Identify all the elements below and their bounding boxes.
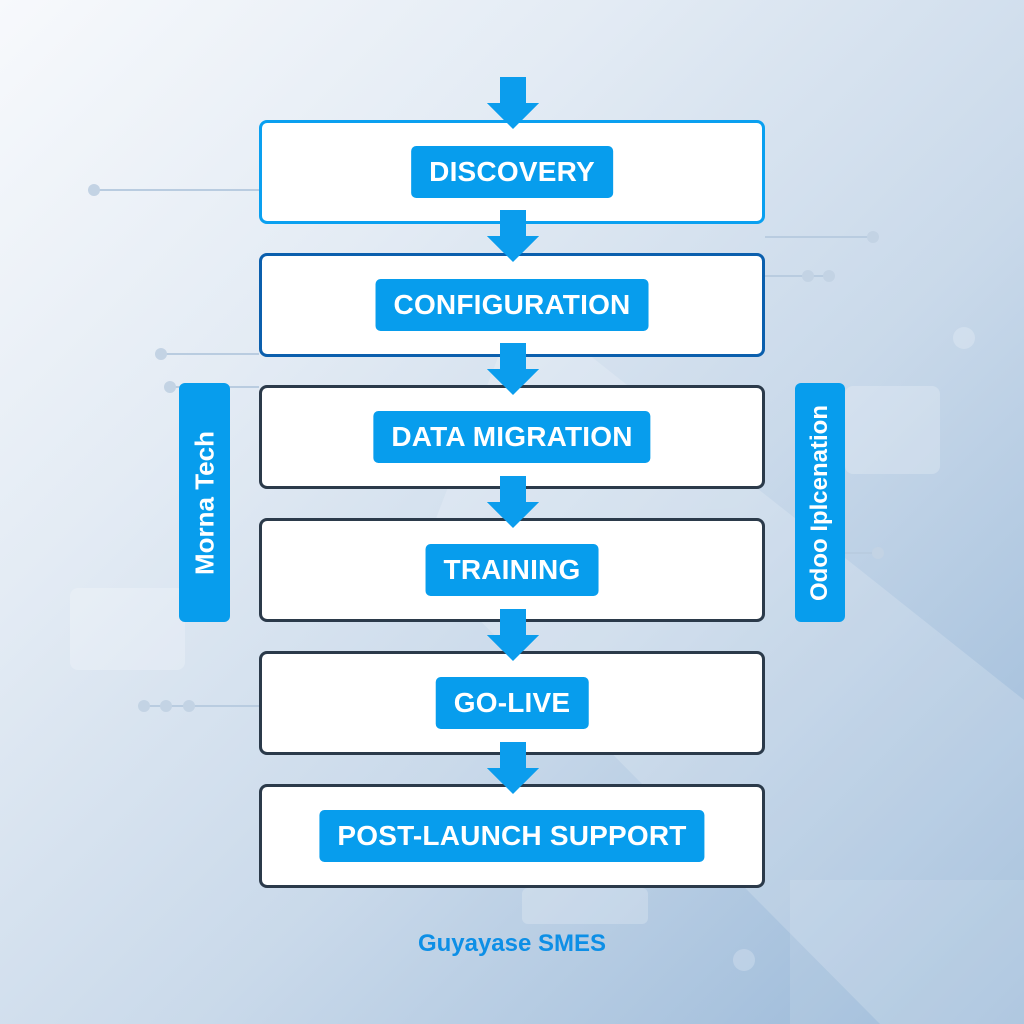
side-label-left-text: Morna Tech: [189, 430, 219, 575]
arrow-down-icon: [487, 476, 539, 528]
stage-configuration: CONFIGURATION: [259, 253, 765, 357]
side-label-right: Odoo Iplcenation: [795, 383, 845, 622]
stage-label: POST-LAUNCH SUPPORT: [319, 810, 705, 862]
stage-label: GO-LIVE: [435, 677, 589, 729]
arrow-down-icon: [487, 742, 539, 794]
stage-post-launch-support: POST-LAUNCH SUPPORT: [259, 784, 765, 888]
stage-label: DISCOVERY: [411, 146, 613, 198]
stage-training: TRAINING: [259, 518, 765, 622]
side-label-right-text: Odoo Iplcenation: [806, 404, 833, 601]
footer-caption: Guyayase SMES: [417, 930, 607, 957]
stage-label: CONFIGURATION: [375, 279, 649, 331]
arrow-down-icon: [487, 609, 539, 661]
arrow-down-icon: [487, 343, 539, 395]
stage-label: TRAINING: [425, 544, 599, 596]
arrow-down-icon: [487, 210, 539, 262]
stage-discovery: DISCOVERY: [259, 120, 765, 224]
stage-data-migration: DATA MIGRATION: [259, 385, 765, 489]
arrow-down-icon: [487, 77, 539, 129]
side-label-left: Morna Tech: [179, 383, 230, 622]
stage-label: DATA MIGRATION: [373, 411, 651, 463]
stage-go-live: GO-LIVE: [259, 651, 765, 755]
